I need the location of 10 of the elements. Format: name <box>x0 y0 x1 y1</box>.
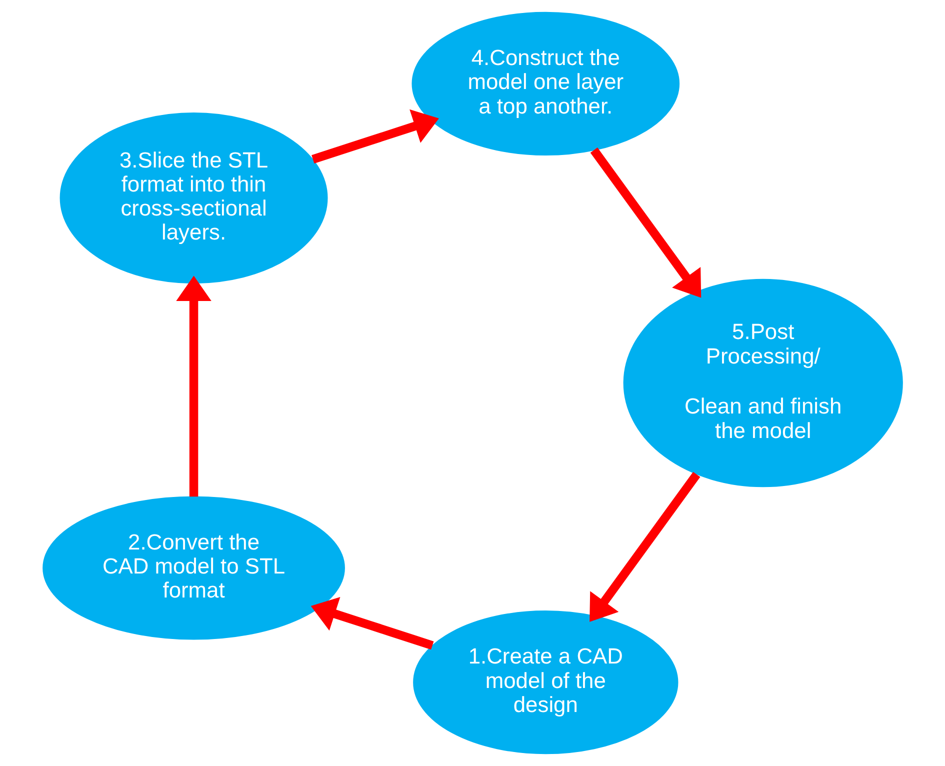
arrow <box>310 597 434 650</box>
arrow <box>590 148 701 298</box>
arrow <box>589 472 700 622</box>
node-ellipse: 2.Convert the CAD model to STL format <box>42 496 344 640</box>
node-ellipse: 1.Create a CAD model of the design <box>412 610 678 754</box>
node-ellipse: 5.Post Processing/ Clean and finish the model <box>622 278 902 488</box>
arrow <box>176 276 211 497</box>
arrow <box>311 109 438 164</box>
node-ellipse: 4.Construct the model one layer a top another. <box>411 12 680 156</box>
node-ellipse: 3.Slice the STL format into thin cross-sectional layers. <box>59 112 328 284</box>
